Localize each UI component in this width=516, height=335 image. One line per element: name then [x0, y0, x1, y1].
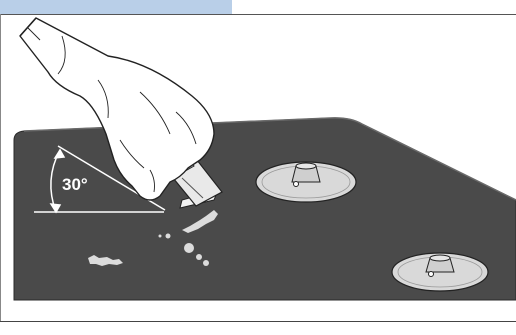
gloved-hand-icon	[19, 17, 215, 201]
angle-label: 30°	[62, 175, 88, 194]
bottom-divider	[0, 321, 516, 322]
gas-burner-icon	[391, 252, 489, 292]
header-tab	[0, 0, 232, 14]
gas-burner-icon	[255, 161, 357, 203]
top-divider	[0, 14, 516, 15]
left-divider	[0, 14, 1, 321]
dirt-spots	[88, 210, 218, 266]
hob-edge-highlight	[23, 117, 516, 201]
